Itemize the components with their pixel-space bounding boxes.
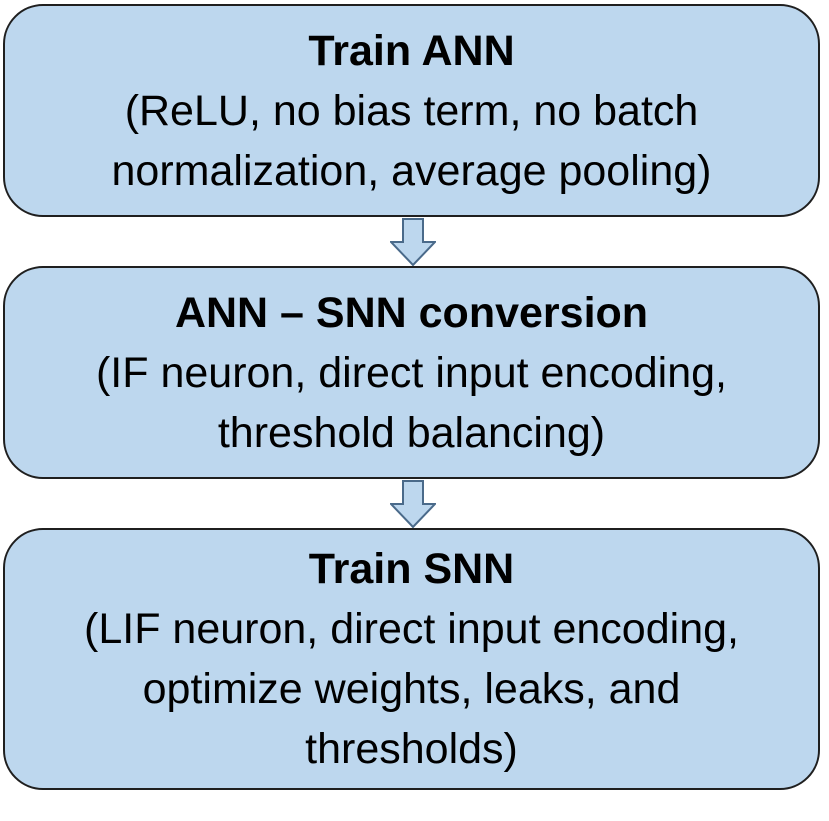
step-title-ann-snn-conversion: ANN – SNN conversion (174, 288, 649, 337)
step-description-ann-snn-conversion: (IF neuron, direct input encoding, thres… (95, 348, 728, 457)
down-arrow-icon (390, 218, 436, 266)
step-title-train-snn: Train SNN (308, 545, 515, 593)
step-box-ann-snn-conversion: ANN – SNN conversion (IF neuron, direct … (3, 266, 820, 479)
step-box-train-snn: Train SNN (LIF neuron, direct input enco… (3, 528, 820, 790)
step-description-train-snn: (LIF neuron, direct input encoding, opti… (84, 605, 739, 773)
step-box-train-ann: Train ANN (ReLU, no bias term, no batch … (3, 4, 820, 217)
step-title-train-ann: Train ANN (308, 26, 515, 75)
down-arrow-icon (390, 480, 436, 528)
step-description-train-ann: (ReLU, no bias term, no batch normalizat… (111, 86, 712, 195)
